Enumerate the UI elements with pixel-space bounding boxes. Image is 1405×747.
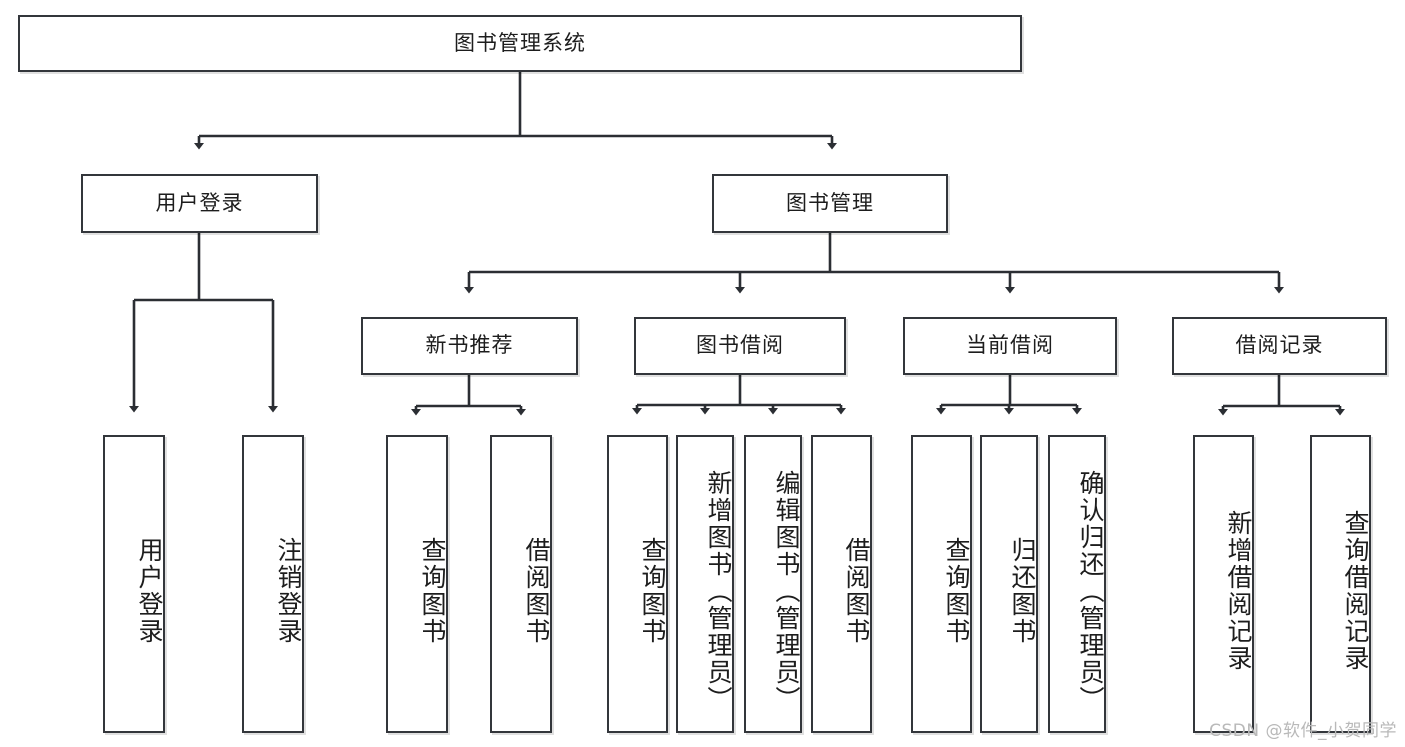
node-leaf-return-book-label: 归还图书 — [1008, 537, 1037, 645]
node-current-borrow[interactable]: 当前借阅 — [903, 317, 1117, 375]
csdn-watermark: CSDN @软件_小贺同学 — [1209, 721, 1397, 741]
node-leaf-borrow-book-2[interactable]: 借阅图书 — [811, 435, 872, 733]
node-borrow-record[interactable]: 借阅记录 — [1172, 317, 1387, 375]
node-new-book-rec[interactable]: 新书推荐 — [361, 317, 578, 375]
node-leaf-query-book-2[interactable]: 查询图书 — [607, 435, 668, 733]
node-leaf-add-record[interactable]: 新增借阅记录 — [1193, 435, 1254, 733]
node-leaf-confirm-return[interactable]: 确认归还（管理员） — [1048, 435, 1106, 733]
node-leaf-query-book-3[interactable]: 查询图书 — [911, 435, 972, 733]
node-new-book-rec-label: 新书推荐 — [425, 333, 514, 358]
node-leaf-user-logout-label: 注销登录 — [274, 537, 303, 645]
node-book-mgmt-label: 图书管理 — [786, 190, 874, 215]
node-borrow-record-label: 借阅记录 — [1235, 333, 1324, 358]
node-leaf-confirm-return-label: 确认归还（管理员） — [1076, 469, 1105, 713]
node-current-borrow-label: 当前借阅 — [966, 333, 1054, 358]
node-leaf-add-book[interactable]: 新增图书（管理员） — [676, 435, 734, 733]
node-leaf-query-record-label: 查询借阅记录 — [1341, 510, 1370, 672]
node-book-borrow[interactable]: 图书借阅 — [634, 317, 846, 375]
node-leaf-query-book-2-label: 查询图书 — [638, 537, 667, 645]
node-book-mgmt[interactable]: 图书管理 — [712, 174, 948, 233]
node-user-login[interactable]: 用户登录 — [81, 174, 318, 233]
node-leaf-user-login[interactable]: 用户登录 — [103, 435, 165, 733]
node-leaf-edit-book-label: 编辑图书（管理员） — [772, 469, 801, 713]
node-root-label: 图书管理系统 — [454, 30, 586, 55]
node-leaf-borrow-book-1[interactable]: 借阅图书 — [490, 435, 552, 733]
node-user-login-label: 用户登录 — [155, 190, 244, 215]
node-leaf-query-book-1-label: 查询图书 — [418, 537, 447, 645]
node-book-borrow-label: 图书借阅 — [696, 333, 784, 358]
node-leaf-query-record[interactable]: 查询借阅记录 — [1310, 435, 1371, 733]
node-leaf-return-book[interactable]: 归还图书 — [980, 435, 1038, 733]
node-leaf-edit-book[interactable]: 编辑图书（管理员） — [744, 435, 802, 733]
node-leaf-user-logout[interactable]: 注销登录 — [242, 435, 304, 733]
node-leaf-add-record-label: 新增借阅记录 — [1224, 510, 1253, 672]
node-leaf-query-book-1[interactable]: 查询图书 — [386, 435, 448, 733]
node-leaf-add-book-label: 新增图书（管理员） — [704, 469, 733, 713]
node-leaf-borrow-book-1-label: 借阅图书 — [522, 537, 551, 645]
node-leaf-user-login-label: 用户登录 — [135, 537, 164, 645]
node-leaf-borrow-book-2-label: 借阅图书 — [842, 537, 871, 645]
node-leaf-query-book-3-label: 查询图书 — [942, 537, 971, 645]
node-root[interactable]: 图书管理系统 — [18, 15, 1022, 72]
